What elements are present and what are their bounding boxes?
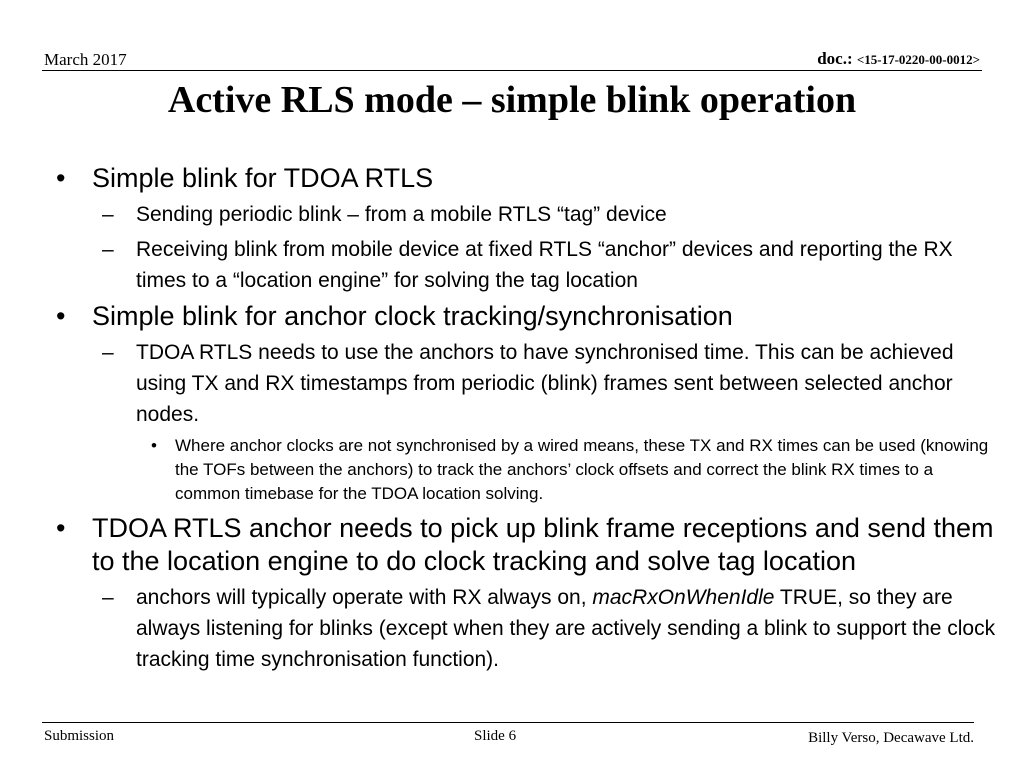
dash-mark: – bbox=[102, 238, 114, 261]
bullet-1-text: Simple blink for TDOA RTLS bbox=[92, 163, 434, 193]
bullet-1: • Simple blink for TDOA RTLS bbox=[56, 162, 998, 195]
bullet-2-sub-1-sub-1: • Where anchor clocks are not synchronis… bbox=[56, 434, 998, 506]
bullet-3-sub-1-post: TRUE, so they are always listening for b… bbox=[136, 586, 996, 671]
bullet-2-sub-1-sub-1-text: Where anchor clocks are not synchronised… bbox=[175, 436, 989, 503]
bullet-2-sub-1-text: TDOA RTLS needs to use the anchors to ha… bbox=[136, 341, 954, 426]
footer-rule bbox=[42, 722, 974, 723]
bullet-3: • TDOA RTLS anchor needs to pick up blin… bbox=[56, 512, 998, 578]
bullet-mark: • bbox=[56, 301, 66, 331]
dash-mark: – bbox=[102, 586, 114, 609]
bullet-1-sub-2-text: Receiving blink from mobile device at fi… bbox=[136, 238, 953, 292]
mac-param-name: macRxOnWhenIdle bbox=[592, 586, 775, 609]
bullet-1-sub-1-text: Sending periodic blink – from a mobile R… bbox=[136, 203, 667, 226]
footer-submission: Submission bbox=[44, 728, 115, 744]
dash-mark: – bbox=[102, 341, 114, 364]
bullet-2: • Simple blink for anchor clock tracking… bbox=[56, 300, 998, 333]
bullet-3-sub-1-text: anchors will typically operate with RX a… bbox=[136, 586, 995, 671]
header-date: March 2017 bbox=[44, 50, 127, 69]
bullet-1-sub-2: – Receiving blink from mobile device at … bbox=[56, 234, 998, 296]
doc-label: doc.: bbox=[817, 49, 857, 68]
bullet-2-sub-1: – TDOA RTLS needs to use the anchors to … bbox=[56, 337, 998, 430]
bullet-mark: • bbox=[56, 513, 66, 543]
footer-slide-number: Slide 6 bbox=[474, 728, 517, 744]
bullet-mark: • bbox=[56, 163, 66, 193]
doc-number: <15-17-0220-00-0012> bbox=[856, 52, 980, 67]
slide-content: • Simple blink for TDOA RTLS – Sending p… bbox=[56, 162, 998, 679]
footer-author: Billy Verso, Decawave Ltd. bbox=[808, 730, 974, 746]
bullet-3-text: TDOA RTLS anchor needs to pick up blink … bbox=[92, 513, 994, 576]
bullet-mark: • bbox=[151, 436, 157, 455]
dash-mark: – bbox=[102, 203, 114, 226]
bullet-1-sub-1: – Sending periodic blink – from a mobile… bbox=[56, 199, 998, 230]
slide-title: Active RLS mode – simple blink operation bbox=[167, 79, 857, 121]
header-rule bbox=[42, 70, 982, 71]
bullet-3-sub-1-pre: anchors will typically operate with RX a… bbox=[136, 586, 593, 609]
bullet-3-sub-1: – anchors will typically operate with RX… bbox=[56, 582, 998, 675]
header-doc-id: doc.: <15-17-0220-00-0012> bbox=[817, 49, 980, 69]
bullet-2-text: Simple blink for anchor clock tracking/s… bbox=[92, 301, 733, 331]
